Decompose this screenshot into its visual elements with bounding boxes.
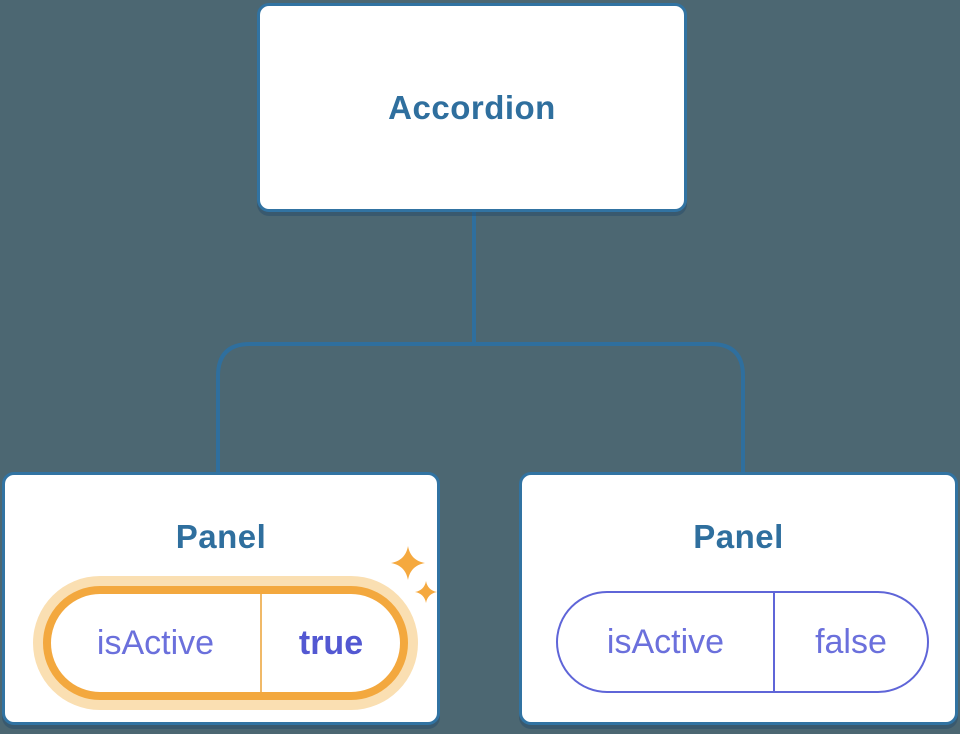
connector-branch bbox=[216, 342, 745, 473]
accordion-node: Accordion bbox=[257, 3, 687, 212]
sparkle-icon bbox=[391, 546, 425, 580]
prop-name-text: isActive bbox=[96, 623, 215, 662]
pill-divider bbox=[773, 593, 775, 691]
panel-node-label: Panel bbox=[175, 518, 267, 555]
panel-node-inactive: Panel isActive false bbox=[519, 472, 958, 725]
accordion-node-label: Accordion bbox=[388, 88, 556, 126]
prop-name-text: isActive bbox=[606, 622, 725, 661]
prop-name-cell: isActive bbox=[558, 593, 773, 691]
sparkle-icon-small bbox=[415, 581, 437, 603]
state-pill-inactive: isActive false bbox=[556, 591, 929, 693]
panel-node-label: Panel bbox=[693, 518, 784, 555]
prop-name-cell: isActive bbox=[51, 594, 260, 692]
state-pill-active: isActive true bbox=[43, 586, 408, 700]
prop-value-text: true bbox=[298, 623, 364, 662]
prop-value-cell: true bbox=[262, 594, 400, 692]
pill-divider bbox=[260, 594, 262, 692]
prop-value-cell: false bbox=[775, 593, 927, 691]
prop-value-text: false bbox=[815, 622, 887, 661]
panel-node-active: Panel isActive true bbox=[2, 472, 440, 725]
